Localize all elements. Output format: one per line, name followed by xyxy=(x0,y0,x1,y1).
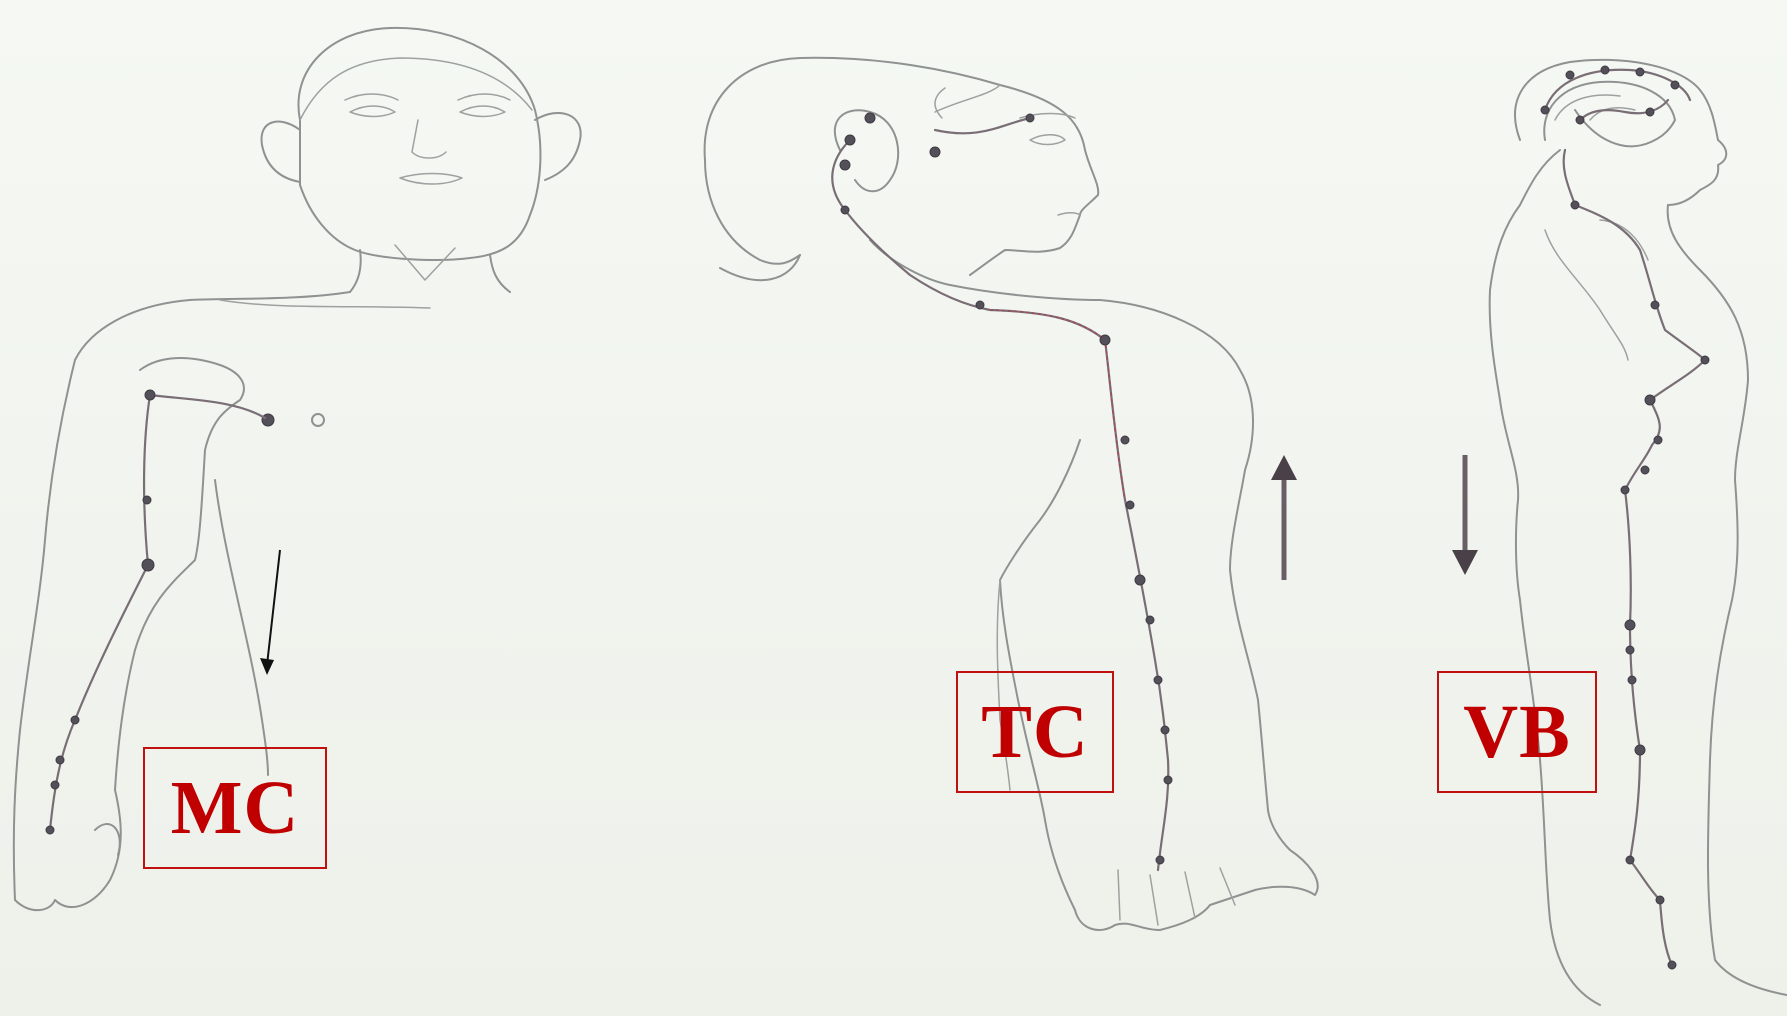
front-mouth xyxy=(400,174,462,185)
tc-back-head xyxy=(705,160,800,264)
vb-point-head-7 xyxy=(1646,108,1654,116)
vb-point-leg-2 xyxy=(1656,896,1664,904)
tc-point-neck xyxy=(841,206,849,214)
front-arm-inner xyxy=(115,358,244,790)
label-mc: MC xyxy=(143,747,327,869)
vb-point-thigh-3 xyxy=(1628,676,1636,684)
mc-flow-arrow xyxy=(260,550,280,675)
vb-front-line xyxy=(1668,205,1787,995)
front-hair-line xyxy=(300,58,532,120)
label-vb: VB xyxy=(1437,671,1597,793)
vb-point-thigh-1 xyxy=(1625,620,1635,630)
vb-point-head-3 xyxy=(1636,68,1644,76)
tc-head-outline xyxy=(705,58,1099,275)
tc-point-ear-2 xyxy=(840,160,850,170)
mc-point-7 xyxy=(46,826,54,834)
front-nose xyxy=(412,120,446,158)
front-torso-side xyxy=(215,480,268,775)
tc-point-arm-2 xyxy=(1126,501,1134,509)
vb-meridian-line xyxy=(1564,150,1705,965)
tc-hand xyxy=(1045,810,1318,930)
front-head-outline xyxy=(298,28,540,260)
vb-point-head-5 xyxy=(1541,106,1549,114)
mc-point-3 xyxy=(142,559,154,571)
front-arm-outer xyxy=(14,360,75,900)
figure-lateral-vb xyxy=(1452,60,1787,1005)
tc-point-ear-1 xyxy=(845,135,855,145)
front-neck-tendon xyxy=(395,245,455,280)
tc-point-brow xyxy=(1026,114,1034,122)
vb-point-head-6 xyxy=(1576,116,1584,124)
vb-flow-arrow xyxy=(1452,455,1478,575)
vb-point-waist-2 xyxy=(1654,436,1662,444)
mc-point-6 xyxy=(51,781,59,789)
vb-point-thigh-2 xyxy=(1626,646,1634,654)
front-shoulder-left xyxy=(75,292,350,360)
vb-hair-detail xyxy=(1555,95,1635,120)
front-brows xyxy=(345,94,510,100)
mc-point-2 xyxy=(143,496,151,504)
front-left-ear xyxy=(262,122,300,182)
tc-point-forearm-1 xyxy=(1146,616,1154,624)
front-nipple-left xyxy=(262,414,274,426)
tc-hair-line xyxy=(935,85,1000,118)
mc-point-1 xyxy=(145,390,155,400)
vb-point-knee xyxy=(1635,745,1645,755)
vb-point-chest-1 xyxy=(1651,301,1659,309)
vb-point-chest-2 xyxy=(1701,356,1709,364)
tc-point-elbow xyxy=(1135,575,1145,585)
front-nipple-right xyxy=(312,414,324,426)
vb-point-leg-1 xyxy=(1626,856,1634,864)
vb-arm-line xyxy=(1545,230,1628,360)
tc-point-forearm-3 xyxy=(1161,726,1169,734)
mc-point-5 xyxy=(56,756,64,764)
tc-fingers xyxy=(1118,868,1235,925)
tc-flow-arrow xyxy=(1271,455,1297,580)
tc-mouth xyxy=(1058,213,1080,215)
tc-point-temple xyxy=(930,147,940,157)
front-hand xyxy=(15,790,121,910)
tc-point-hand xyxy=(1156,856,1164,864)
vb-point-head-1 xyxy=(1566,71,1574,79)
front-right-eye xyxy=(460,106,505,117)
tc-point-arm-1 xyxy=(1121,436,1129,444)
figure-side-tc xyxy=(705,58,1318,930)
label-tc: TC xyxy=(956,671,1114,793)
vb-point-foot xyxy=(1668,961,1676,969)
tc-point-shoulder-2 xyxy=(1100,335,1110,345)
front-clavicle xyxy=(220,300,430,308)
vb-back-line xyxy=(1490,150,1600,1005)
tc-ear xyxy=(835,110,898,191)
vb-point-neck xyxy=(1571,201,1579,209)
mc-point-4 xyxy=(71,716,79,724)
tc-point-wrist xyxy=(1164,776,1172,784)
front-left-eye xyxy=(350,106,395,117)
vb-point-head-2 xyxy=(1601,66,1609,74)
vb-head-inner-loop xyxy=(1544,82,1675,146)
vb-point-hip-1 xyxy=(1641,466,1649,474)
vb-point-head-4 xyxy=(1671,81,1679,89)
tc-eye xyxy=(1030,135,1065,145)
tc-point-shoulder-1 xyxy=(976,301,984,309)
front-right-ear xyxy=(535,113,581,180)
vb-point-hip-2 xyxy=(1621,486,1629,494)
tc-point-forearm-2 xyxy=(1154,676,1162,684)
tc-point-ear-3 xyxy=(865,113,875,123)
vb-point-waist-1 xyxy=(1645,395,1655,405)
